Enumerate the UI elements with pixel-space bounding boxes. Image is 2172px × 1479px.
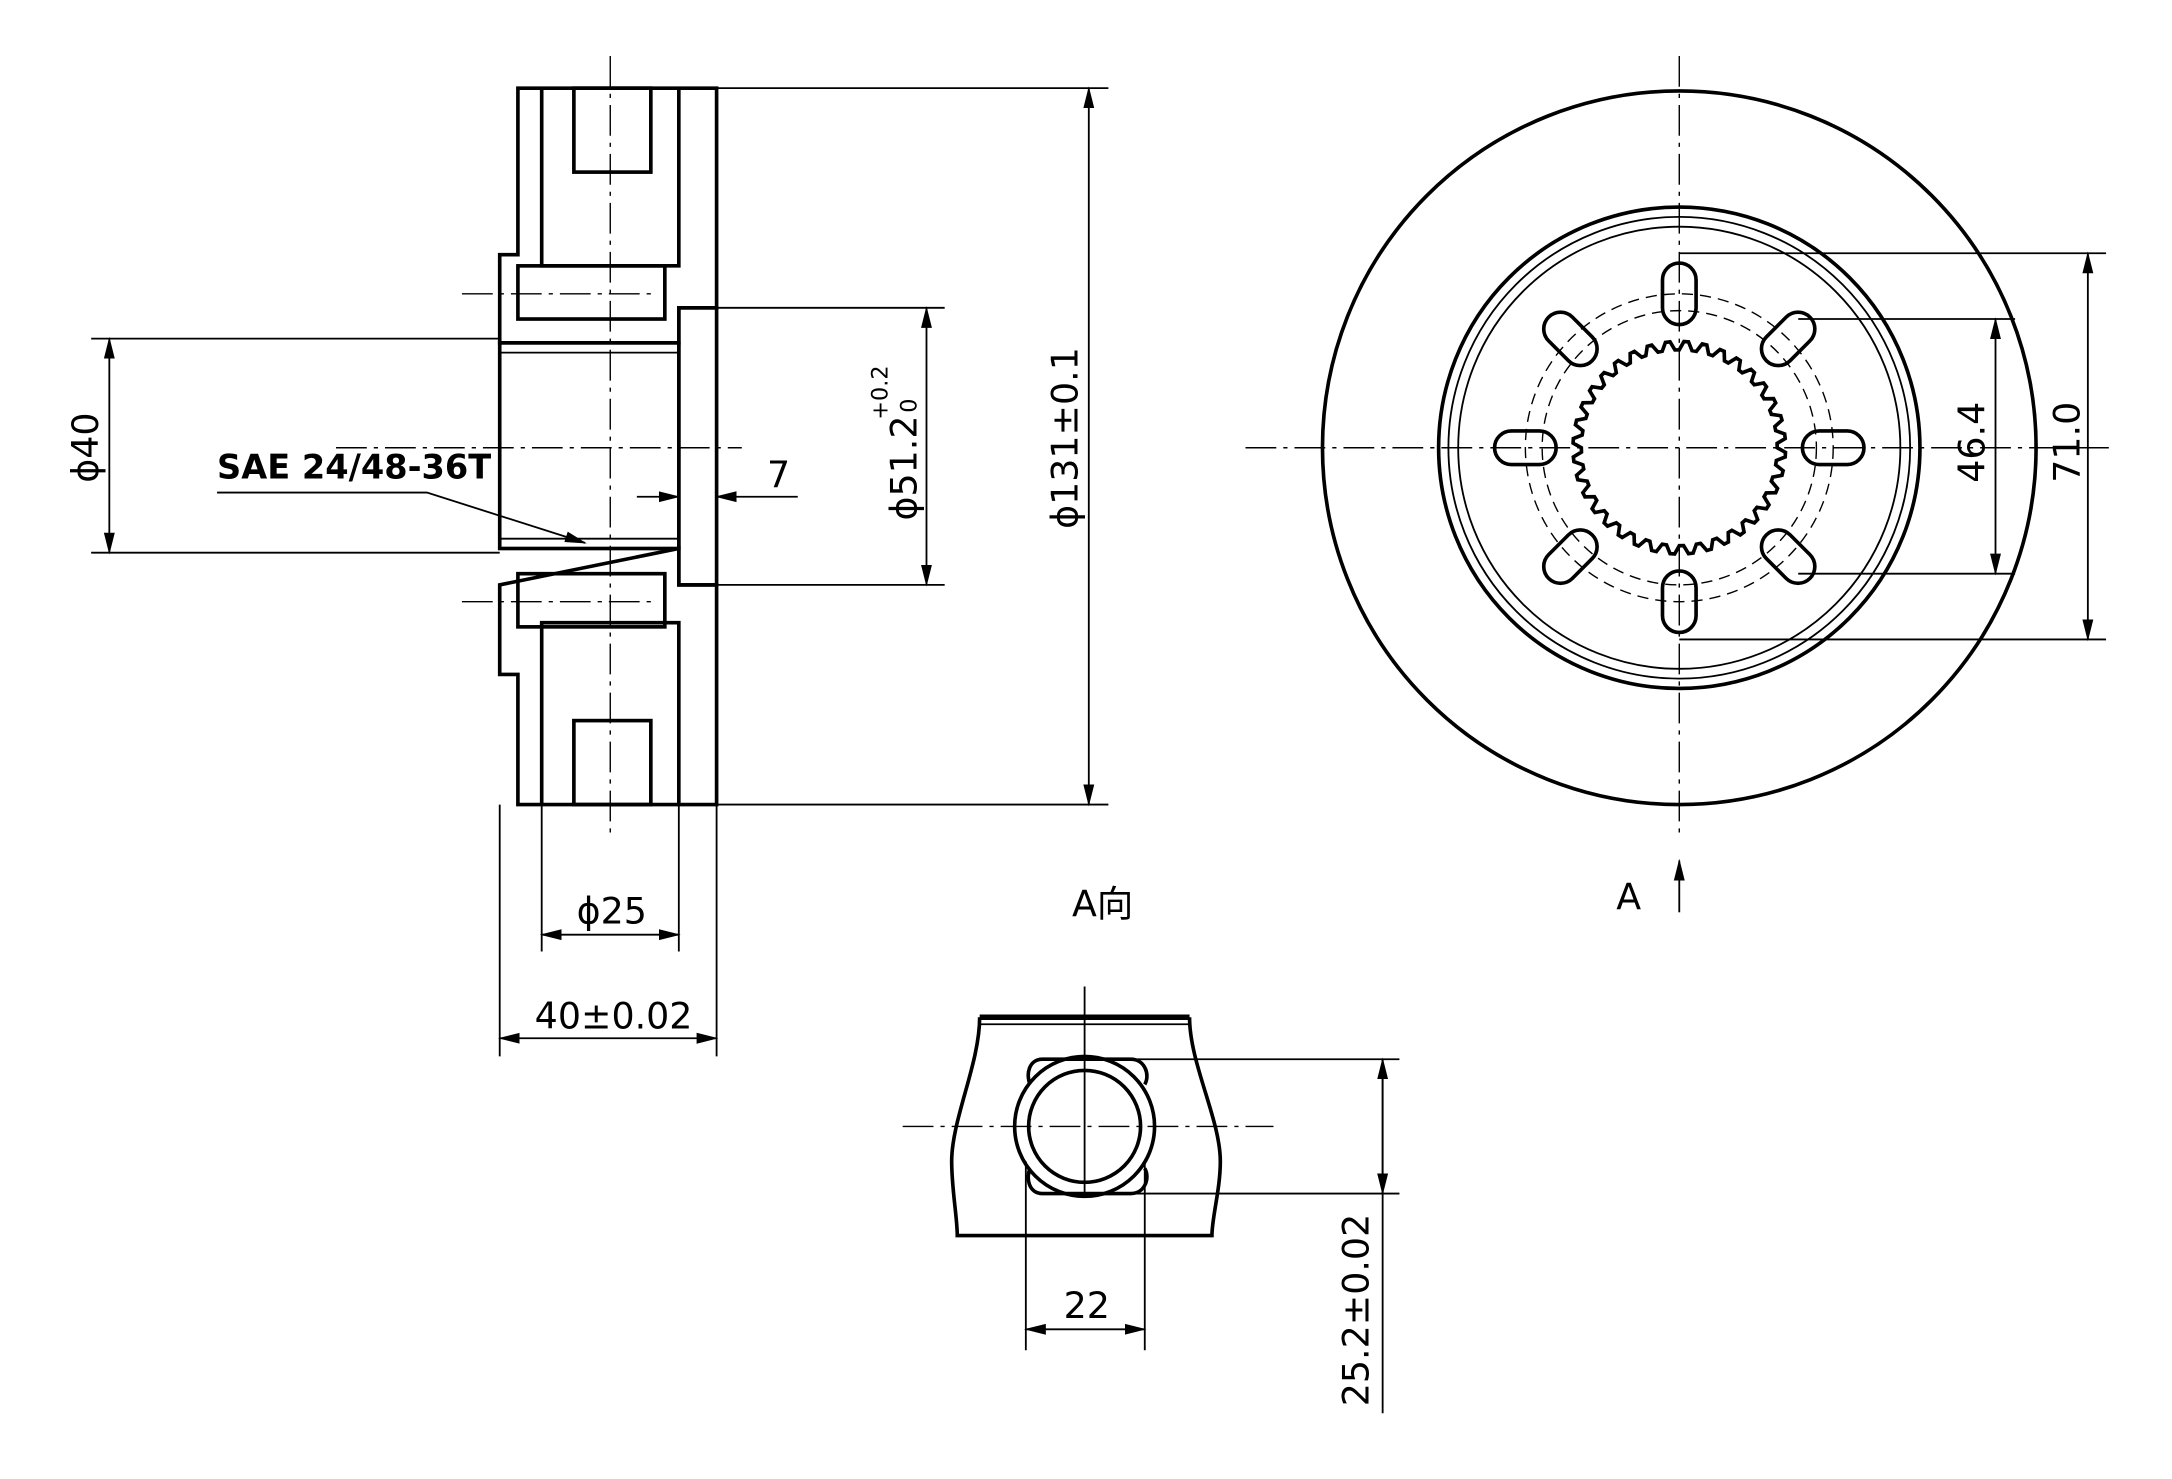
section-hatch-upper (497, 86, 719, 345)
dim-dia51: ϕ51.2 (883, 416, 926, 521)
dim-width40: 40±0.02 (535, 994, 693, 1037)
dim-dia51-tol-upper: +0.2 (867, 365, 893, 419)
dim-22: 22 (1064, 1284, 1110, 1327)
view-a: A向 22 25.2±0.02 (902, 883, 1400, 1414)
spline-label: SAE 24/48-36T (217, 448, 491, 487)
front-view: 46.4 71.0 A (1245, 55, 2114, 919)
bolt-slot (1541, 528, 1599, 586)
dim-46-4: 46.4 (1950, 402, 1993, 483)
dim-depth7: 7 (767, 453, 790, 496)
dim-dia25: ϕ25 (577, 890, 647, 933)
bolt-slot (1759, 528, 1817, 586)
view-a-arrow-label: A (1616, 876, 1641, 919)
dim-dia51-tol-lower: 0 (897, 399, 923, 413)
section-hatch-lower (497, 546, 719, 807)
bolt-slot (1759, 310, 1817, 368)
view-a-title: A向 (1072, 883, 1133, 926)
bolt-slot (1541, 310, 1599, 368)
dim-dia40: ϕ40 (64, 412, 107, 482)
dim-25-2: 25.2±0.02 (1335, 1214, 1378, 1406)
dim-dia131: ϕ131±0.1 (1044, 347, 1087, 529)
section-view: ϕ40 SAE 24/48-36T 7 ϕ51.2 +0.2 0 ϕ131±0.… (64, 55, 1109, 1057)
dim-71-0: 71.0 (2045, 402, 2088, 483)
